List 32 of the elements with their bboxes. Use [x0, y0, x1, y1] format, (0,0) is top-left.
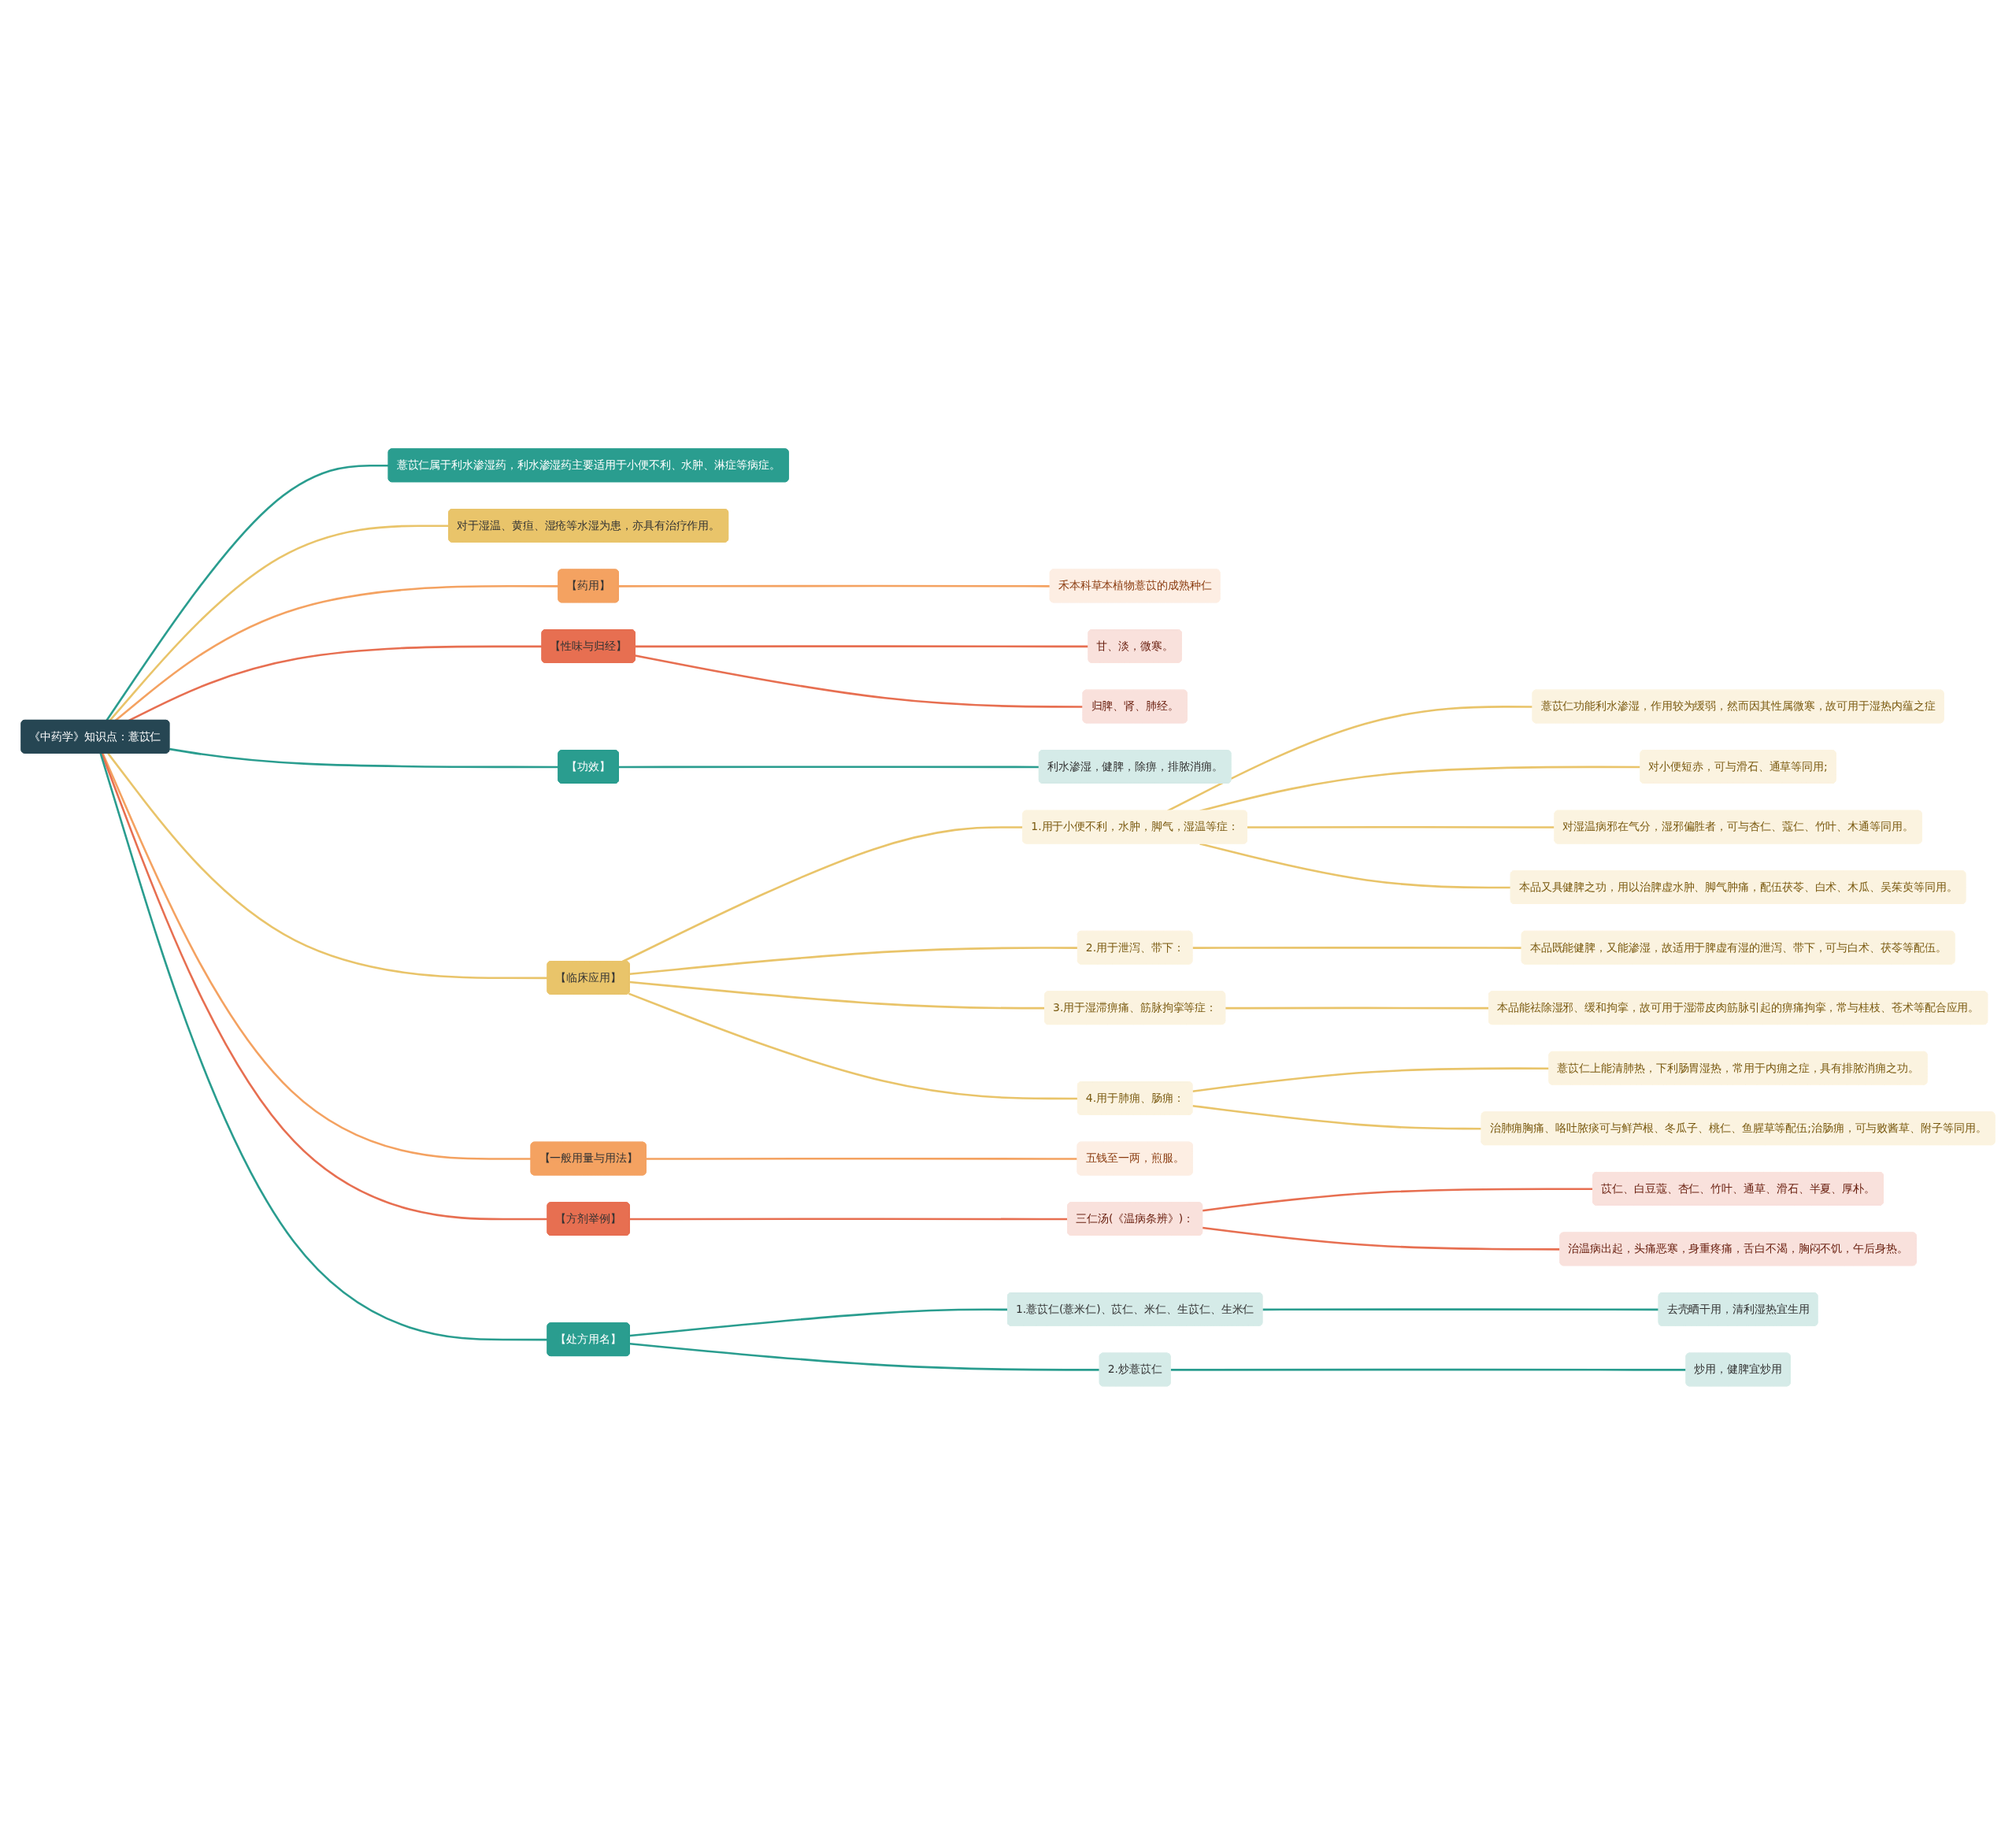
connector [635, 645, 1089, 648]
connector [629, 981, 1046, 1010]
connector [114, 585, 559, 721]
connector [629, 947, 1078, 976]
connector [106, 465, 389, 721]
connector [101, 753, 548, 1221]
connector [628, 992, 1078, 1100]
connector [109, 525, 450, 721]
connector [1199, 843, 1511, 889]
connector [1247, 826, 1555, 829]
connector [169, 747, 559, 769]
connector [1262, 1308, 1659, 1311]
connector [618, 766, 1040, 769]
connector [618, 584, 1051, 588]
connector [1199, 766, 1641, 812]
connector [1192, 1067, 1550, 1093]
connector [635, 654, 1084, 708]
connector [629, 1308, 1008, 1337]
connector [1225, 1006, 1489, 1010]
connector [646, 1158, 1078, 1160]
connector [1170, 1368, 1687, 1371]
connector [621, 826, 1024, 963]
connector [629, 1218, 1069, 1221]
connector [1167, 706, 1533, 812]
connector [99, 753, 548, 1341]
connector [1202, 1188, 1594, 1212]
connector [107, 752, 548, 980]
connector [629, 1343, 1100, 1371]
connector [1192, 1105, 1482, 1130]
connector [1202, 1226, 1561, 1251]
connector [1192, 947, 1522, 949]
connector [102, 753, 532, 1160]
